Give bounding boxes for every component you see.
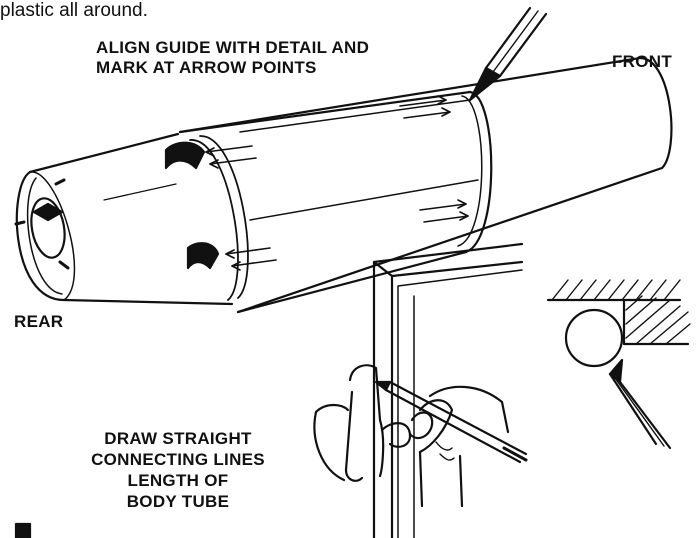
corner-marker	[14, 522, 32, 538]
draw-caption-line3: LENGTH OF	[127, 471, 229, 490]
header-text: plastic all around.	[0, 0, 148, 21]
straight-edge-frame	[372, 242, 524, 538]
upper-pencil-icon	[468, 6, 548, 102]
draw-lines-caption: DRAW STRAIGHT CONNECTING LINES LENGTH OF…	[58, 428, 298, 512]
draw-caption-line1: DRAW STRAIGHT	[104, 429, 252, 448]
marking-guide-band	[178, 90, 493, 314]
align-caption-line2: MARK AT ARROW POINTS	[96, 58, 317, 77]
arrow-marks	[205, 95, 469, 271]
rear-motor-mount	[14, 132, 234, 306]
cross-section-inset	[546, 279, 691, 450]
hand-with-pencil	[313, 364, 528, 508]
align-caption-line1: ALIGN GUIDE WITH DETAIL AND	[96, 38, 370, 57]
draw-caption-line2: CONNECTING LINES	[91, 450, 265, 469]
align-guide-caption: ALIGN GUIDE WITH DETAIL AND MARK AT ARRO…	[96, 38, 456, 78]
draw-caption-line4: BODY TUBE	[126, 492, 230, 511]
front-label: FRONT	[612, 52, 673, 71]
rear-label: REAR	[14, 312, 64, 331]
body-tube	[178, 56, 673, 314]
